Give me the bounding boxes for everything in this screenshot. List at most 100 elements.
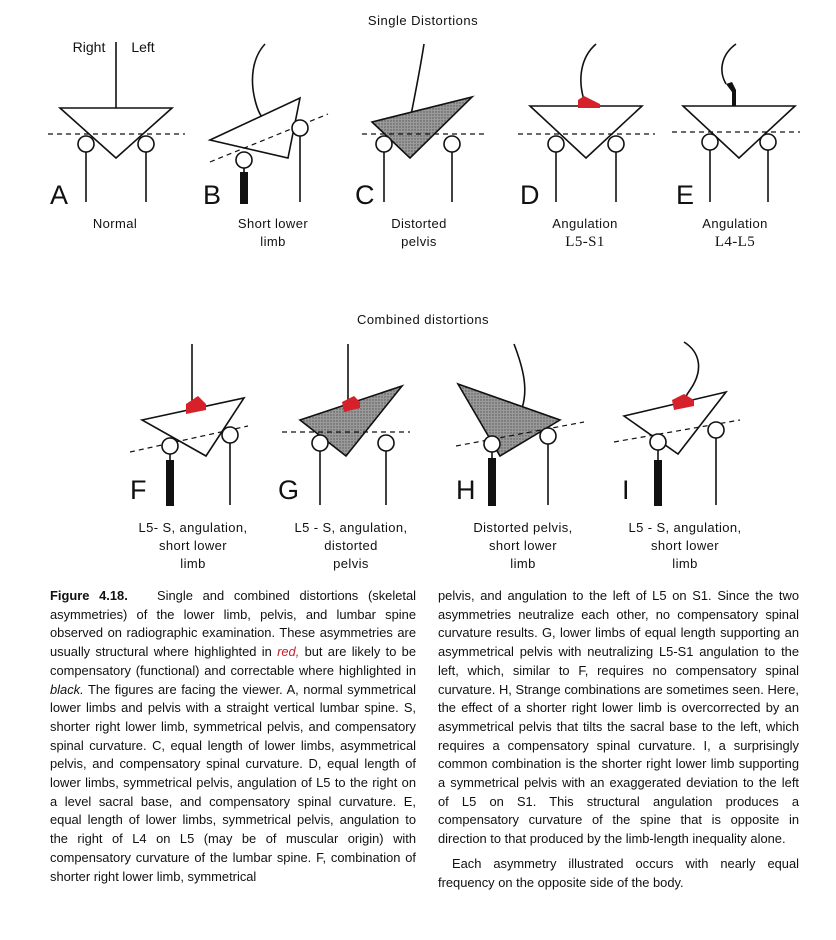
figure-h-pelvis <box>456 382 562 458</box>
figure-b-short-limb-highlight <box>240 172 248 204</box>
figure-a-right-hip <box>137 135 155 153</box>
figure-caption-left-column: Figure 4.18. Single and combined distort… <box>50 587 416 886</box>
figure-i-left-hip <box>707 421 725 439</box>
figure-d-left-hip <box>607 135 625 153</box>
letter-i: I <box>622 475 630 505</box>
figure-e-spine <box>721 43 737 85</box>
figure-d-right-hip <box>547 135 565 153</box>
figure-d-pelvis <box>527 105 645 160</box>
caption-i-line3: limb <box>672 556 698 571</box>
figure-b-short-limb <box>207 43 329 202</box>
caption-g: L5 - S, angulation, distorted pelvis <box>276 519 426 573</box>
caption-red-word: red, <box>277 644 300 660</box>
figure-e-black-highlight <box>726 82 736 106</box>
figure-g-angulation-distorted-pelvis <box>282 344 410 505</box>
caption-a-line1: Normal <box>92 216 138 231</box>
caption-text-3: The figures are facing the viewer. A, no… <box>50 681 416 884</box>
letter-a: A <box>50 180 68 210</box>
letter-g: G <box>278 475 299 505</box>
figure-f-left-hip <box>221 426 239 444</box>
caption-e-line2: L4-L5 <box>714 234 756 250</box>
letter-f: F <box>130 475 147 505</box>
caption-b-line2: limb <box>260 234 286 249</box>
caption-a: Normal <box>40 215 190 233</box>
figure-c-spine <box>409 43 425 121</box>
caption-b-line1: Short lower <box>237 216 309 231</box>
figure-d-spine <box>580 43 597 101</box>
caption-f-line1: L5- S, angulation, <box>138 520 248 535</box>
caption-text-2: but are likely to be compensatory (funct… <box>50 644 416 678</box>
figure-b-level-line <box>209 113 329 163</box>
figure-f-red-highlight <box>186 396 206 414</box>
figure-d-red-highlight <box>578 96 600 108</box>
figure-h-spine <box>513 343 526 409</box>
caption-c: Distorted pelvis <box>344 215 494 251</box>
figure-g-left-hip <box>377 434 395 452</box>
letter-d: D <box>520 180 540 210</box>
figure-i-red-highlight <box>672 394 694 410</box>
figure-i-short-limb-highlight <box>654 460 662 506</box>
figure-i-level-line <box>613 419 741 443</box>
right-side-label: Right <box>73 39 106 55</box>
combined-distortions-title: Combined distortions <box>356 312 490 327</box>
figure-c-left-hip <box>443 135 461 153</box>
caption-g-line1: L5 - S, angulation, <box>294 520 408 535</box>
caption-h: Distorted pelvis, short lower limb <box>448 519 598 573</box>
caption-g-line3: pelvis <box>333 556 369 571</box>
figure-b-pelvis <box>207 96 302 159</box>
caption-f-line3: limb <box>180 556 206 571</box>
caption-c-line1: Distorted <box>391 216 447 231</box>
caption-h-line3: limb <box>510 556 536 571</box>
figure-i-right-hip <box>649 433 667 451</box>
figure-g-right-hip <box>311 434 329 452</box>
figure-d-angulation-l5-s1 <box>518 43 655 202</box>
figure-b-right-hip <box>235 151 253 169</box>
figure-f-short-limb-highlight <box>166 460 174 506</box>
figure-c-right-hip <box>375 135 393 153</box>
figure-g-red-highlight <box>342 396 360 412</box>
caption-i-line1: L5 - S, angulation, <box>628 520 742 535</box>
caption-black-word: black. <box>50 681 84 697</box>
caption-f-line2: short lower <box>159 538 227 553</box>
figure-a-pelvis <box>57 107 175 160</box>
single-distortions-title: Single Distortions <box>367 13 479 28</box>
figure-e-right-hip <box>701 133 719 151</box>
figure-e-angulation-l4-l5 <box>672 43 800 202</box>
figure-h-left-hip <box>539 427 557 445</box>
caption-h-line1: Distorted pelvis, <box>473 520 573 535</box>
letter-e: E <box>676 180 694 210</box>
caption-d-line1: Angulation <box>552 216 618 231</box>
figure-c-distorted-pelvis <box>362 43 488 202</box>
caption-c-line2: pelvis <box>401 234 437 249</box>
figure-number: Figure 4.18. <box>50 588 128 603</box>
caption-text-5: Each asymmetry illustrated occurs with n… <box>438 855 799 890</box>
caption-d: Angulation L5-S1 <box>510 215 660 251</box>
caption-text-4: pelvis, and angulation to the left of L5… <box>438 588 799 847</box>
caption-g-line2: distorted <box>324 538 378 553</box>
caption-b: Short lower limb <box>198 215 348 251</box>
caption-e-line1: Angulation <box>702 216 768 231</box>
figure-i-angulation-short-limb <box>613 341 741 505</box>
caption-e: Angulation L4-L5 <box>660 215 810 251</box>
caption-i-line2: short lower <box>651 538 719 553</box>
caption-h-line2: short lower <box>489 538 557 553</box>
letter-b: B <box>203 180 221 210</box>
figure-e-left-hip <box>759 133 777 151</box>
letter-h: H <box>456 475 476 505</box>
caption-i: L5 - S, angulation, short lower limb <box>610 519 760 573</box>
caption-text-1: Single and combined distortions (skeleta… <box>50 588 416 660</box>
figure-i-spine <box>683 341 700 405</box>
figure-b-left-hip <box>291 119 309 137</box>
caption-d-line2: L5-S1 <box>565 234 605 250</box>
figure-f-angulation-short-limb <box>129 344 249 505</box>
left-side-label: Left <box>131 39 154 55</box>
figure-h-distorted-pelvis-short-limb <box>455 343 585 505</box>
caption-f: L5- S, angulation, short lower limb <box>118 519 268 573</box>
figure-a-left-hip <box>77 135 95 153</box>
figure-f-right-hip <box>161 437 179 455</box>
figure-a-normal <box>48 42 185 202</box>
figure-h-level-line <box>455 421 585 447</box>
figure-b-spine <box>251 43 266 121</box>
figure-h-right-hip <box>483 435 501 453</box>
